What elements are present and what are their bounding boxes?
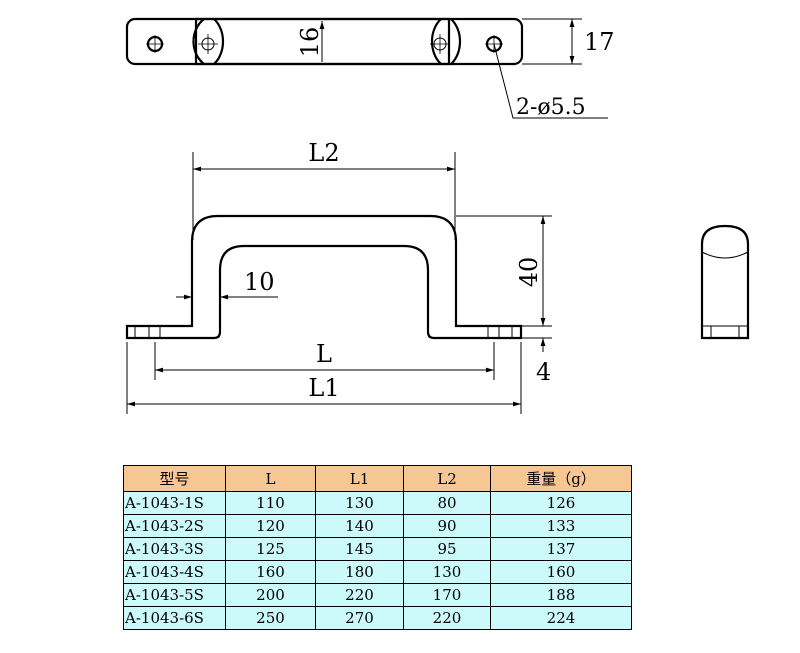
- dim-l-label: L: [316, 340, 332, 368]
- hole-spec-label: 2-ø5.5: [516, 95, 586, 120]
- cell-l1: 145: [315, 537, 404, 561]
- cell-weight: 160: [490, 560, 632, 584]
- cell-l2: 220: [403, 606, 491, 630]
- cell-l2: 170: [403, 583, 491, 607]
- side-view: [700, 224, 750, 340]
- table-row: A-1043-2S 120 140 90 133: [123, 514, 632, 538]
- dim-16-label: 16: [296, 27, 324, 58]
- cell-model: A-1043-6S: [123, 606, 226, 630]
- table-row: A-1043-1S 110 130 80 126: [123, 491, 632, 515]
- cell-model: A-1043-4S: [123, 560, 226, 584]
- cell-weight: 126: [490, 491, 632, 515]
- cell-l: 160: [225, 560, 316, 584]
- table-row: A-1043-5S 200 220 170 188: [123, 583, 632, 607]
- table-row: A-1043-4S 160 180 130 160: [123, 560, 632, 584]
- header-l1: L1: [315, 465, 404, 492]
- cell-weight: 133: [490, 514, 632, 538]
- dim-l1-label: L1: [308, 374, 339, 402]
- dim-10-label: 10: [244, 268, 275, 296]
- table-row: A-1043-3S 125 145 95 137: [123, 537, 632, 561]
- cell-model: A-1043-1S: [123, 491, 226, 515]
- cell-l: 200: [225, 583, 316, 607]
- cell-l: 250: [225, 606, 316, 630]
- technical-drawing: 16 17 2-ø5.5 L2 40 4 10 L: [125, 17, 750, 414]
- cell-weight: 137: [490, 537, 632, 561]
- cell-l1: 140: [315, 514, 404, 538]
- cell-l2: 90: [403, 514, 491, 538]
- cell-l: 110: [225, 491, 316, 515]
- table-header-row: 型号 L L1 L2 重量（g）: [123, 465, 632, 492]
- cell-l1: 130: [315, 491, 404, 515]
- spec-table: 型号 L L1 L2 重量（g） A-1043-1S 110 130 80 12…: [123, 465, 632, 630]
- cell-l1: 180: [315, 560, 404, 584]
- cell-l1: 220: [315, 583, 404, 607]
- cell-l: 120: [225, 514, 316, 538]
- cell-l1: 270: [315, 606, 404, 630]
- cell-l: 125: [225, 537, 316, 561]
- cell-l2: 130: [403, 560, 491, 584]
- dim-4-label: 4: [536, 358, 551, 386]
- cell-model: A-1043-2S: [123, 514, 226, 538]
- cell-l2: 80: [403, 491, 491, 515]
- cell-weight: 188: [490, 583, 632, 607]
- front-view: L2 40 4 10 L L1: [125, 139, 552, 414]
- header-model: 型号: [123, 465, 226, 492]
- cell-model: A-1043-3S: [123, 537, 226, 561]
- table-row: A-1043-6S 250 270 220 224: [123, 606, 632, 630]
- cell-model: A-1043-5S: [123, 583, 226, 607]
- header-l: L: [225, 465, 316, 492]
- cell-l2: 95: [403, 537, 491, 561]
- dim-17-label: 17: [584, 28, 615, 56]
- cell-weight: 224: [490, 606, 632, 630]
- header-weight: 重量（g）: [490, 465, 632, 492]
- dim-40-label: 40: [515, 257, 543, 288]
- dim-l2-label: L2: [308, 139, 339, 167]
- top-view: 16 17 2-ø5.5: [125, 17, 615, 120]
- header-l2: L2: [403, 465, 491, 492]
